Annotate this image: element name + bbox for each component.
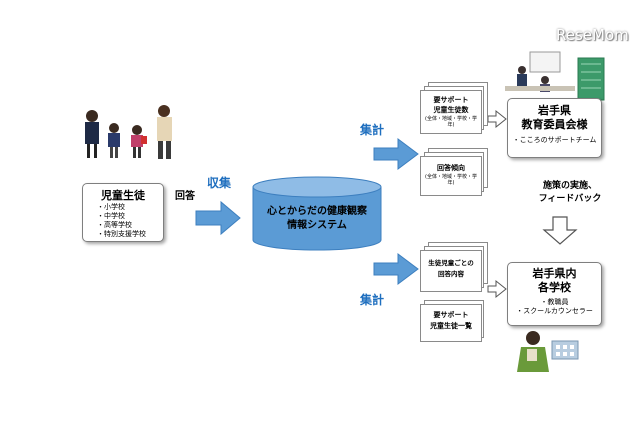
students-item: ・特別支援学校 — [97, 230, 146, 238]
system-title: 心とからだの健康観察 情報システム — [253, 205, 381, 233]
students-item: ・小学校 — [97, 203, 125, 211]
board-sub: ・こころのサポートチーム — [512, 136, 597, 144]
arrow-to-bottom-docs — [373, 253, 419, 285]
shukei-top-label: 集計 — [360, 123, 385, 137]
doc-support-count-line1: 要サポート — [433, 96, 469, 104]
doc-support-count-sub: (全体・地域・学校・学年) — [425, 116, 477, 128]
doc-response-trend-sub: (全体・地域・学校・学年) — [425, 174, 477, 186]
students-item: ・中学校 — [97, 212, 125, 220]
doc-student-answers: 生徒児童ごとの 回答内容 — [420, 250, 482, 292]
schools-line1: 岩手県内 — [532, 267, 577, 280]
arrow-policy-down — [542, 216, 578, 245]
doc-support-count-line2: 児童生徒数 — [433, 106, 469, 114]
doc-response-trend: 回答傾向 (全体・地域・学校・学年) — [420, 156, 482, 196]
policy-line1: 施策の実施、 — [542, 181, 597, 191]
students-illustration — [85, 105, 172, 159]
kaito-label: 回答 — [175, 191, 195, 202]
doc-response-trend-line1: 回答傾向 — [437, 164, 465, 172]
doc-student-answers-line1: 生徒児童ごとの — [428, 259, 474, 267]
arrow-to-board — [487, 109, 507, 129]
schools-item: ・スクールカウンセラー — [516, 307, 593, 315]
teacher-illustration — [517, 331, 579, 372]
policy-line2: フィードバック — [538, 194, 602, 204]
doc-support-list-line2: 児童生徒一覧 — [430, 322, 472, 330]
board-box: 岩手県 教育委員会様 ・こころのサポートチーム — [507, 98, 602, 158]
doc-student-answers-line2: 回答内容 — [438, 270, 464, 278]
database-cylinder — [252, 176, 382, 251]
system-line2: 情報システム — [287, 220, 347, 231]
arrow-to-system — [195, 200, 241, 236]
schools-item: ・教職員 — [540, 298, 569, 306]
schools-line2: 各学校 — [538, 281, 571, 294]
arrow-to-schools — [487, 279, 507, 299]
watermark: ReseMom — [556, 26, 629, 44]
meeting-illustration — [505, 51, 605, 101]
students-item: ・高等学校 — [97, 221, 132, 229]
doc-support-count: 要サポート 児童生徒数 (全体・地域・学校・学年) — [420, 90, 482, 134]
board-line2: 教育委員会様 — [521, 118, 588, 131]
arrow-to-top-docs — [373, 138, 419, 170]
doc-support-list-line1: 要サポート — [433, 311, 469, 319]
shushu-label: 収集 — [207, 176, 232, 190]
shukei-bottom-label: 集計 — [360, 293, 385, 307]
students-box: 児童生徒 ・小学校 ・中学校 ・高等学校 ・特別支援学校 — [82, 183, 164, 242]
students-title: 児童生徒 — [101, 189, 145, 202]
board-line1: 岩手県 — [538, 104, 571, 117]
doc-support-list: 要サポート 児童生徒一覧 — [420, 304, 482, 342]
schools-box: 岩手県内 各学校 ・教職員 ・スクールカウンセラー — [507, 262, 602, 326]
policy-label: 施策の実施、 フィードバック — [520, 180, 620, 206]
system-line1: 心とからだの健康観察 — [267, 206, 367, 217]
